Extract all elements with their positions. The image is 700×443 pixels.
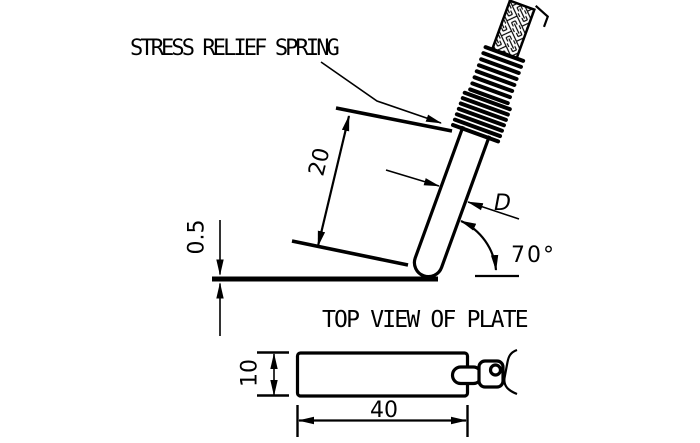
- arrow-right: [467, 201, 520, 220]
- angle-arc: [460, 219, 499, 271]
- spring-callout-label: STRESS RELIEF SPRING: [130, 36, 339, 61]
- plate-view-label: TOP VIEW OF PLATE: [322, 307, 528, 333]
- attachment-bead: [488, 363, 503, 377]
- dim-probe-diameter: D: [385, 169, 520, 220]
- cable-break-mark-left: [508, 0, 512, 1]
- probe-length-value: 20: [304, 145, 335, 178]
- spring-leader-line: [320, 61, 442, 124]
- plate-length-value: 40: [370, 398, 398, 423]
- plate-rectangle: [295, 351, 470, 398]
- cable-break-mark-right: [534, 4, 550, 28]
- lead-wire: [503, 348, 518, 396]
- plate-width-value: 10: [238, 359, 263, 387]
- probe-assembly: [412, 0, 550, 279]
- dim-mount-angle: 70°: [460, 219, 556, 278]
- dim-plate-length: 40: [296, 398, 469, 437]
- plate-top-view: 10 40: [238, 348, 518, 437]
- probe-tube: [412, 125, 491, 279]
- dim-plate-width: 10: [238, 351, 289, 397]
- attachment-tab: [450, 365, 484, 386]
- dim-plate-thickness: 0.5: [185, 220, 224, 336]
- mount-angle-value: 70°: [511, 243, 556, 268]
- extension-line-top: [335, 106, 453, 133]
- sensor-attachment: [450, 348, 518, 396]
- plate-thickness-value: 0.5: [185, 220, 210, 255]
- extension-line-bottom: [291, 239, 409, 267]
- stress-relief-spring-upper-coil: [468, 45, 526, 106]
- stress-relief-spring-lower-coil: [450, 90, 512, 144]
- arrow-left: [385, 169, 440, 187]
- dim-probe-length: 20: [291, 106, 453, 267]
- dimension-line: [316, 115, 351, 247]
- probe-diameter-value: D: [494, 191, 511, 216]
